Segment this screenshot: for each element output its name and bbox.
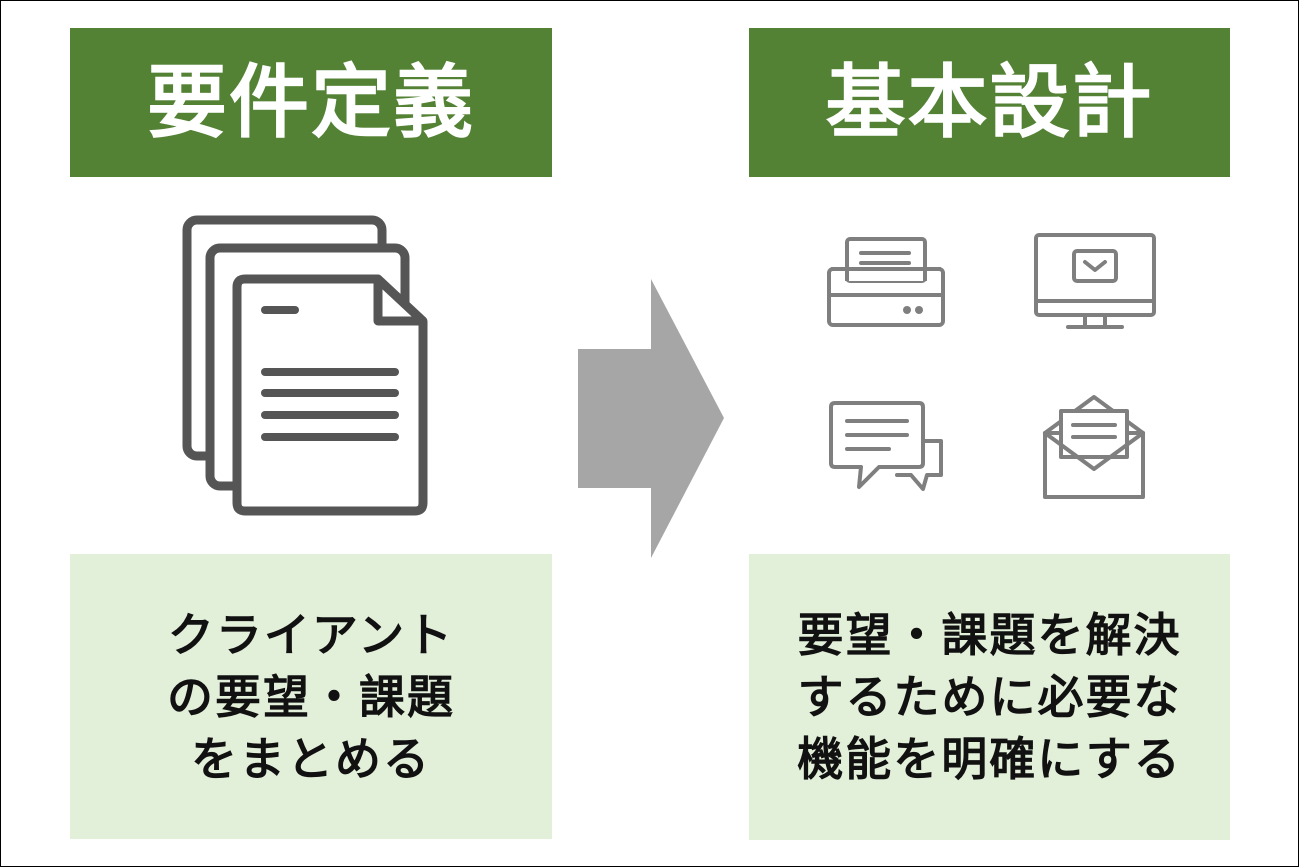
description-line: クライアント: [167, 607, 455, 662]
description-line: の要望・課題: [167, 669, 455, 724]
description-line: 機能を明確にする: [797, 732, 1182, 786]
requirements-description-lines: クライアント の要望・課題 をまとめる: [167, 604, 455, 790]
basic-design-description: 要望・課題を解決 するために必要な 機能を明確にする: [749, 554, 1230, 840]
requirements-definition-description: クライアント の要望・課題 をまとめる: [70, 554, 552, 839]
chat-icon: [829, 401, 943, 491]
documents-icon: [182, 215, 428, 516]
description-line: をまとめる: [191, 731, 431, 786]
monitor-icon: [1034, 233, 1156, 329]
requirements-definition-title: 要件定義: [147, 55, 475, 149]
basic-design-header: 基本設計: [749, 28, 1230, 177]
requirements-definition-header: 要件定義: [70, 28, 552, 177]
mail-icon: [1043, 395, 1145, 499]
printer-icon: [827, 237, 945, 327]
design-description-lines: 要望・課題を解決 するために必要な 機能を明確にする: [797, 604, 1181, 790]
description-line: 要望・課題を解決: [797, 608, 1182, 662]
description-line: するために必要な: [797, 670, 1182, 724]
flow-arrow: [578, 279, 724, 558]
basic-design-title: 基本設計: [825, 55, 1154, 149]
